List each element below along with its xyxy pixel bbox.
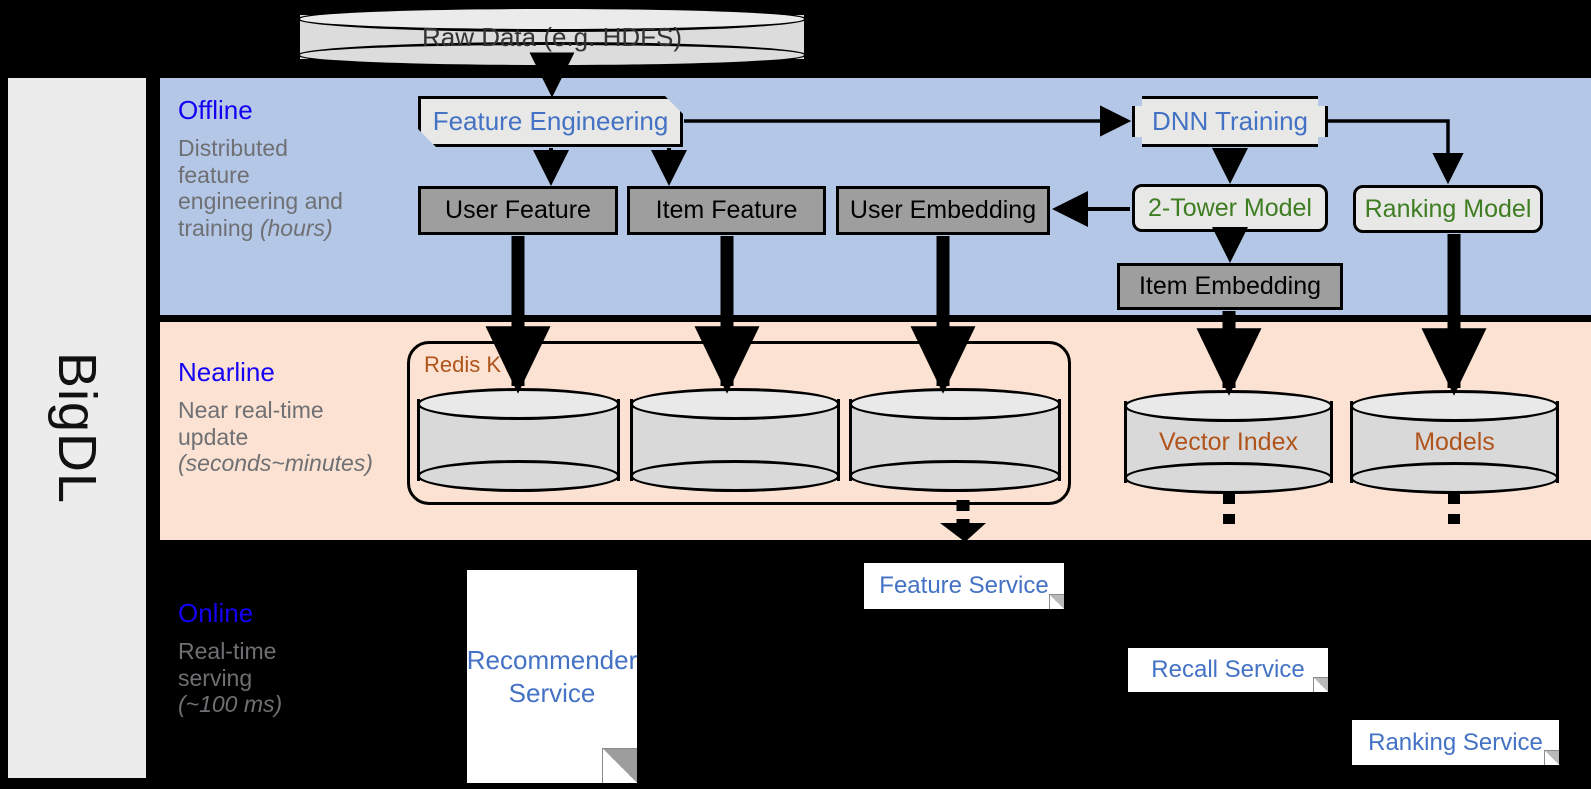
page-fold-icon — [1544, 750, 1559, 765]
ranking-service-label: Ranking Service — [1368, 728, 1543, 756]
redis-kv-label: Redis KV — [424, 352, 516, 377]
user-feature-box[interactable]: User Feature — [418, 186, 618, 235]
ranking-service-card[interactable]: Ranking Service — [1352, 720, 1559, 765]
offline-label-group: Offline Distributed feature engineering … — [178, 95, 388, 242]
bigdl-panel: BigDL — [8, 78, 146, 778]
bigdl-label: BigDL — [47, 351, 107, 505]
raw-data-store: Raw Data (e.g. HDFS) — [297, 6, 807, 68]
redis-store-1 — [417, 388, 620, 492]
nearline-subtitle: Near real-time update (seconds~minutes) — [178, 397, 373, 477]
page-fold-icon — [1049, 594, 1064, 609]
redis-store-3 — [849, 388, 1061, 492]
online-subtitle: Real-time serving (~100 ms) — [178, 638, 283, 718]
feature-service-label: Feature Service — [879, 572, 1049, 599]
models-label: Models — [1414, 427, 1495, 456]
item-feature-box[interactable]: Item Feature — [627, 186, 826, 235]
offline-subtitle: Distributed feature engineering and trai… — [178, 135, 343, 242]
nearline-title: Nearline — [178, 357, 275, 387]
recall-service-label: Recall Service — [1151, 656, 1305, 683]
models-store[interactable]: Models — [1350, 390, 1559, 494]
recommender-service-label: Recommender Service — [466, 645, 638, 708]
online-label-group: Online Real-time serving (~100 ms) — [178, 598, 398, 718]
dnn-training-node[interactable]: DNN Training — [1132, 96, 1328, 147]
vector-index-label: Vector Index — [1159, 427, 1298, 456]
recommender-service-card[interactable]: Recommender Service — [467, 570, 637, 783]
item-embedding-box[interactable]: Item Embedding — [1117, 263, 1343, 310]
nearline-label-group: Nearline Near real-time update (seconds~… — [178, 357, 418, 477]
page-fold-icon — [1313, 677, 1328, 692]
page-fold-icon — [602, 748, 637, 783]
feature-engineering-node[interactable]: Feature Engineering — [418, 96, 683, 147]
online-title: Online — [178, 598, 254, 628]
raw-data-label: Raw Data (e.g. HDFS) — [421, 21, 683, 52]
feature-service-card[interactable]: Feature Service — [864, 563, 1064, 609]
ranking-model-node[interactable]: Ranking Model — [1353, 185, 1543, 233]
raw-data-top — [297, 6, 807, 32]
redis-store-2 — [630, 388, 840, 492]
two-tower-model-node[interactable]: 2-Tower Model — [1132, 184, 1328, 232]
user-embedding-box[interactable]: User Embedding — [836, 186, 1050, 235]
offline-title: Offline — [178, 95, 253, 125]
vector-index-store[interactable]: Vector Index — [1124, 390, 1333, 494]
recall-service-card[interactable]: Recall Service — [1128, 648, 1328, 692]
